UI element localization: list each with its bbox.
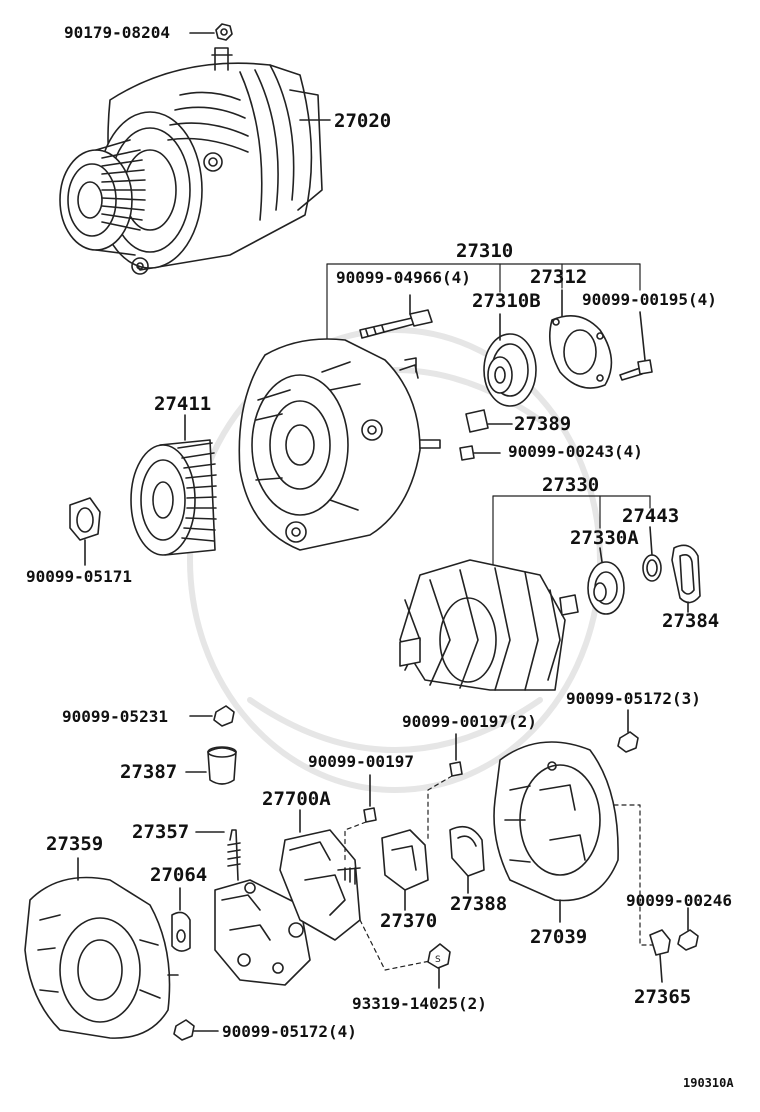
diagram-id: 190310A: [683, 1076, 734, 1090]
label-part-9009904966: 90099-04966(4): [336, 268, 471, 287]
bolt-9009904966: [359, 294, 433, 339]
terminal-27365: [649, 929, 671, 983]
screw-9009900197: [363, 774, 377, 823]
nut-9009905172-bottom: [173, 1019, 219, 1041]
label-part-9009905231: 90099-05231: [62, 707, 168, 726]
label-part-27387: 27387: [120, 761, 178, 783]
nut-9017908204: [189, 23, 233, 41]
screw-9009900197-2: [449, 733, 463, 777]
nut-9009905231: [189, 705, 235, 727]
label-part-27370: 27370: [380, 910, 438, 932]
label-part-9009900246: 90099-00246: [626, 891, 732, 910]
cover-27384: [671, 544, 701, 613]
pulley-27411: [130, 414, 217, 556]
label-part-27388: 27388: [450, 893, 508, 915]
cover-27389: [465, 409, 513, 433]
alternator-assembly-27020: [59, 47, 331, 275]
label-part-9009900243: 90099-00243(4): [508, 442, 643, 461]
nut-9009905171: [69, 497, 101, 566]
label-part-9009905172-3: 90099-05172(3): [566, 689, 701, 708]
holder-27370: [381, 829, 429, 911]
plug-9331914025: S: [427, 943, 451, 989]
label-part-9331914025: 93319-14025(2): [352, 994, 487, 1013]
label-part-27700A: 27700A: [262, 788, 331, 810]
end-cover-27039: [493, 741, 619, 923]
label-part-27357: 27357: [132, 821, 190, 843]
screw-9009900243: [459, 445, 501, 461]
label-part-27443: 27443: [622, 505, 680, 527]
label-part-27411: 27411: [154, 393, 212, 415]
label-part-9009900197-2: 90099-00197(2): [402, 712, 537, 731]
screw-9009900195: [619, 311, 653, 381]
regulator-27700A: [279, 809, 361, 941]
drive-end-frame: [238, 338, 441, 551]
label-part-9009905172-4: 90099-05172(4): [222, 1022, 357, 1041]
svg-text:S: S: [435, 955, 441, 965]
label-part-27020: 27020: [334, 110, 392, 132]
cover-27388: [449, 825, 485, 894]
label-part-27039: 27039: [530, 926, 588, 948]
label-part-27064: 27064: [150, 864, 208, 886]
label-part-27359: 27359: [46, 833, 104, 855]
ring-27443: [642, 526, 662, 582]
label-part-27312: 27312: [530, 266, 588, 288]
label-part-9017908204: 90179-08204: [64, 23, 170, 42]
label-part-27310: 27310: [456, 240, 514, 262]
rectifier-27357: [195, 829, 311, 986]
nut-9009900246: [677, 907, 699, 951]
bearing-27310B: [483, 313, 537, 407]
label-part-9009905171: 90099-05171: [26, 567, 132, 586]
bracket-lines-27310: [326, 263, 641, 341]
label-part-27389: 27389: [514, 413, 572, 435]
washer-27064: [171, 887, 191, 952]
dashed-leaders: [344, 775, 661, 971]
label-part-27330: 27330: [542, 474, 600, 496]
nut-9009905172-top: [617, 709, 639, 753]
insulator-27387: [185, 746, 237, 785]
rotor-27330: [399, 559, 579, 691]
rear-cover-27359: [24, 857, 179, 1039]
label-part-9009900195: 90099-00195(4): [582, 290, 717, 309]
label-part-27384: 27384: [662, 610, 720, 632]
label-part-9009900197: 90099-00197: [308, 752, 414, 771]
label-part-27310B: 27310B: [472, 290, 541, 312]
label-part-27365: 27365: [634, 986, 692, 1008]
bracket-lines-27330: [492, 495, 651, 571]
label-part-27330A: 27330A: [570, 527, 639, 549]
bearing-27330A: [587, 547, 625, 615]
retainer-plate-27312: [549, 289, 613, 389]
